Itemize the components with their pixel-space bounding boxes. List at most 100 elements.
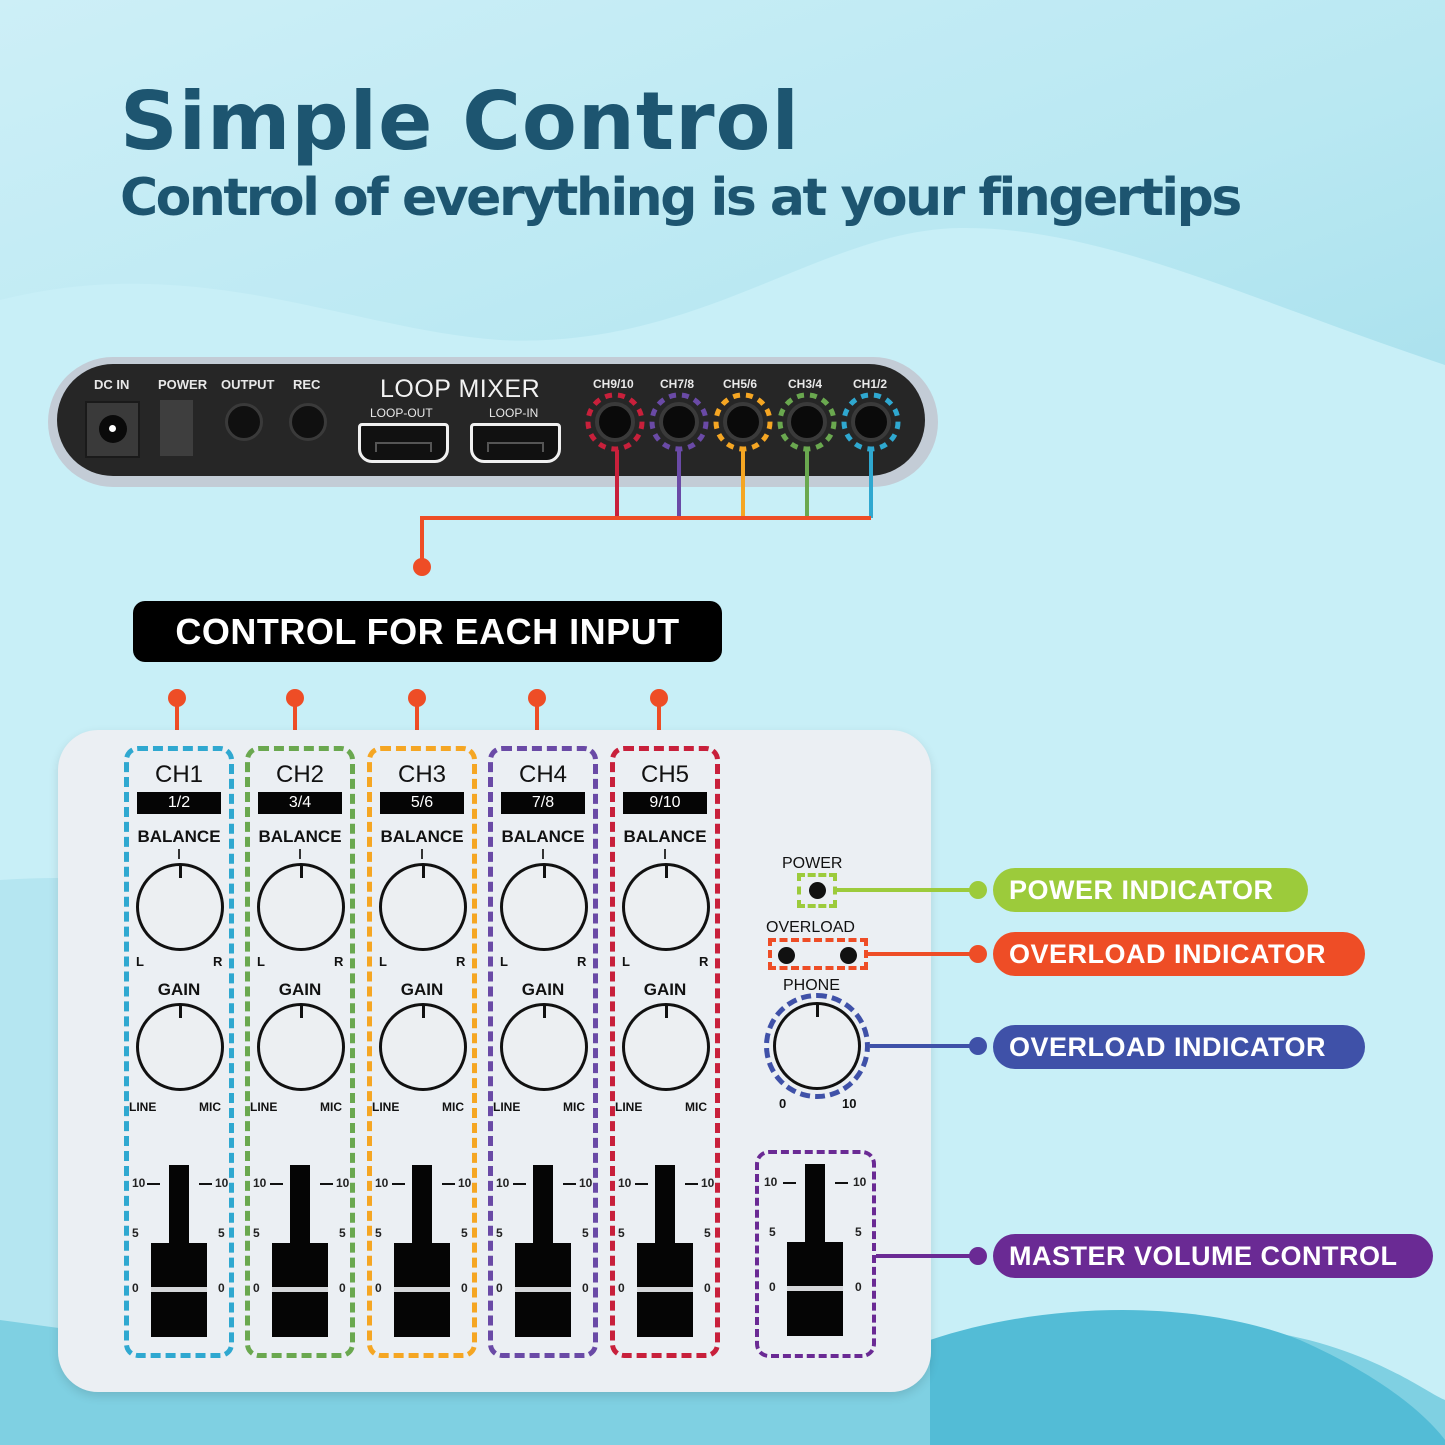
fader-track bbox=[533, 1165, 553, 1255]
balance-knob[interactable] bbox=[257, 863, 345, 951]
channel-strip-ch1: CH1 1/2 BALANCE L R GAIN LINE MIC 10 10 … bbox=[124, 746, 234, 1358]
scale-5-right: 5 bbox=[461, 1226, 468, 1240]
channel-strip-ch4: CH4 7/8 BALANCE L R GAIN LINE MIC 10 10 … bbox=[488, 746, 598, 1358]
balance-label: BALANCE bbox=[137, 827, 221, 846]
input-jack-wiring bbox=[413, 392, 901, 576]
gain-line-label: LINE bbox=[493, 1100, 521, 1114]
dc-in-label: DC IN bbox=[94, 377, 130, 392]
phone-volume-callout: OVERLOAD INDICATOR bbox=[993, 1025, 1365, 1069]
fader-track bbox=[412, 1165, 432, 1255]
gain-mic-label: MIC bbox=[320, 1100, 342, 1114]
loop-out-label: LOOP-OUT bbox=[370, 406, 433, 420]
rec-jack[interactable] bbox=[289, 403, 327, 441]
scale-0-right: 0 bbox=[855, 1280, 862, 1294]
scale-10-right: 10 bbox=[336, 1176, 350, 1190]
fader-track bbox=[169, 1165, 189, 1255]
scale-5-right: 5 bbox=[855, 1225, 862, 1239]
channel-name: CH4 bbox=[518, 761, 567, 788]
gain-label: GAIN bbox=[278, 980, 322, 999]
balance-left-label: L bbox=[136, 954, 144, 969]
channel-inputs-badge: 9/10 bbox=[623, 792, 707, 814]
scale-0-right: 0 bbox=[218, 1281, 225, 1295]
page-title: Simple Control bbox=[120, 75, 800, 168]
scale-10-right: 10 bbox=[215, 1176, 229, 1190]
channel-strip-ch5: CH5 9/10 BALANCE L R GAIN LINE MIC 10 10… bbox=[610, 746, 720, 1358]
loop-out-port[interactable] bbox=[358, 423, 449, 463]
gain-label: GAIN bbox=[643, 980, 687, 999]
channel-name: CH2 bbox=[275, 761, 324, 788]
input-label-ch1-2: CH1/2 bbox=[853, 377, 888, 391]
channel-name: CH1 bbox=[154, 761, 203, 788]
input-label-ch9-10: CH9/10 bbox=[593, 377, 634, 391]
output-label: OUTPUT bbox=[221, 377, 275, 392]
scale-5: 5 bbox=[496, 1226, 503, 1240]
balance-left-label: L bbox=[500, 954, 508, 969]
power-led-icon bbox=[809, 882, 826, 899]
balance-label: BALANCE bbox=[501, 827, 585, 846]
channel-inputs-badge: 5/6 bbox=[380, 792, 464, 814]
scale-5: 5 bbox=[769, 1225, 776, 1239]
balance-label: BALANCE bbox=[623, 827, 707, 846]
balance-knob[interactable] bbox=[379, 863, 467, 951]
scale-10: 10 bbox=[496, 1176, 510, 1190]
scale-5-right: 5 bbox=[339, 1226, 346, 1240]
gain-line-label: LINE bbox=[372, 1100, 400, 1114]
gain-knob[interactable] bbox=[257, 1003, 345, 1091]
control-for-each-input-banner: CONTROL FOR EACH INPUT bbox=[133, 601, 722, 662]
channel-inputs-badge: 3/4 bbox=[258, 792, 342, 814]
gain-knob[interactable] bbox=[136, 1003, 224, 1091]
balance-knob[interactable] bbox=[136, 863, 224, 951]
scale-5-right: 5 bbox=[582, 1226, 589, 1240]
scale-5: 5 bbox=[618, 1226, 625, 1240]
gain-mic-label: MIC bbox=[685, 1100, 707, 1114]
scale-0: 0 bbox=[769, 1280, 776, 1294]
phone-volume-knob[interactable] bbox=[773, 1002, 861, 1090]
loop-in-label: LOOP-IN bbox=[489, 406, 539, 420]
power-indicator-callout: POWER INDICATOR bbox=[993, 868, 1308, 912]
gain-line-label: LINE bbox=[250, 1100, 278, 1114]
dc-in-port[interactable] bbox=[85, 401, 140, 458]
overload-led-right-icon bbox=[840, 947, 857, 964]
scale-10-right: 10 bbox=[579, 1176, 593, 1190]
gain-line-label: LINE bbox=[129, 1100, 157, 1114]
phone-min-label: 0 bbox=[779, 1096, 787, 1111]
master-fader-track bbox=[805, 1164, 825, 1254]
scale-5-right: 5 bbox=[218, 1226, 225, 1240]
scale-10-right: 10 bbox=[701, 1176, 715, 1190]
master-fader-strip: 10 10 5 5 0 0 bbox=[755, 1150, 876, 1358]
balance-left-label: L bbox=[257, 954, 265, 969]
callout-leaders bbox=[836, 881, 987, 1265]
scale-0-right: 0 bbox=[704, 1281, 711, 1295]
gain-knob[interactable] bbox=[622, 1003, 710, 1091]
scale-5: 5 bbox=[375, 1226, 382, 1240]
dc-socket-icon bbox=[99, 415, 127, 443]
scale-0: 0 bbox=[375, 1281, 382, 1295]
gain-label: GAIN bbox=[157, 980, 201, 999]
balance-left-label: L bbox=[622, 954, 630, 969]
power-label: POWER bbox=[158, 377, 208, 392]
scale-10-right: 10 bbox=[853, 1175, 867, 1189]
scale-0-right: 0 bbox=[461, 1281, 468, 1295]
scale-5-right: 5 bbox=[704, 1226, 711, 1240]
phone-max-label: 10 bbox=[842, 1096, 857, 1111]
phone-label: PHONE bbox=[783, 977, 840, 994]
phone-knob-frame bbox=[764, 993, 870, 1099]
balance-right-label: R bbox=[334, 954, 344, 969]
balance-label: BALANCE bbox=[380, 827, 464, 846]
channel-inputs-badge: 1/2 bbox=[137, 792, 221, 814]
loop-in-port[interactable] bbox=[470, 423, 561, 463]
scale-0: 0 bbox=[132, 1281, 139, 1295]
channel-inputs-badge: 7/8 bbox=[501, 792, 585, 814]
scale-10: 10 bbox=[132, 1176, 146, 1190]
gain-knob[interactable] bbox=[500, 1003, 588, 1091]
gain-knob[interactable] bbox=[379, 1003, 467, 1091]
balance-knob[interactable] bbox=[622, 863, 710, 951]
scale-0: 0 bbox=[496, 1281, 503, 1295]
input-label-ch3-4: CH3/4 bbox=[788, 377, 823, 391]
power-indicator-label: POWER bbox=[782, 855, 843, 872]
output-jack[interactable] bbox=[225, 403, 263, 441]
balance-right-label: R bbox=[577, 954, 587, 969]
balance-knob[interactable] bbox=[500, 863, 588, 951]
power-switch[interactable] bbox=[160, 400, 193, 456]
gain-mic-label: MIC bbox=[442, 1100, 464, 1114]
